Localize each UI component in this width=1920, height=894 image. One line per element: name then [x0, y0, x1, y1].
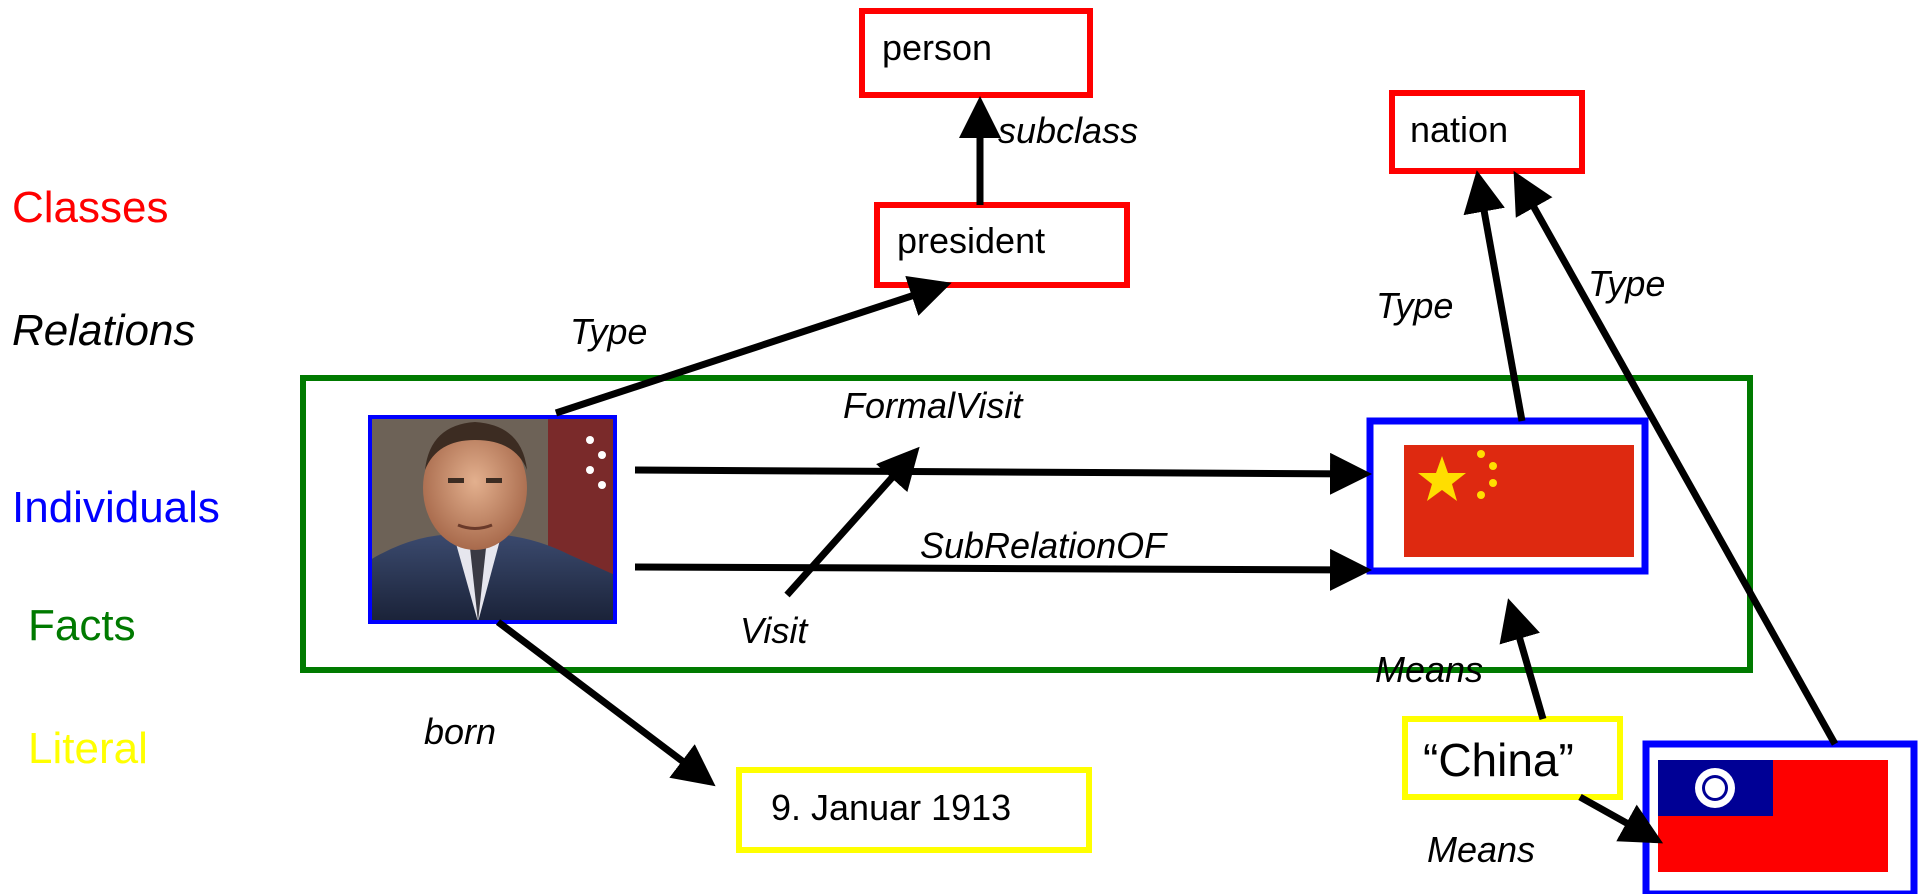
legend-facts: Facts	[28, 601, 136, 650]
literal-china-label: “China”	[1423, 734, 1574, 786]
edge-sub-relation-of	[634, 548, 1372, 591]
label-means-roc: Means	[1427, 829, 1535, 870]
label-means-prc: Means	[1375, 649, 1483, 690]
literal-date-label: 9. Januar 1913	[771, 787, 1011, 828]
literal-china-box	[1402, 716, 1623, 800]
roc-flag-icon	[1658, 760, 1888, 872]
class-person-box	[859, 8, 1093, 98]
legend-literal: Literal	[28, 724, 148, 773]
edge-formal-visit	[634, 452, 1372, 495]
facts-box	[300, 375, 1753, 673]
class-person-label: person	[882, 27, 992, 68]
label-formal-visit: FormalVisit	[843, 385, 1024, 426]
label-type-prc: Type	[1376, 285, 1453, 326]
label-visit: Visit	[740, 610, 809, 651]
individual-portrait	[370, 417, 615, 622]
legend-classes: Classes	[12, 183, 169, 232]
literal-date-box	[736, 767, 1092, 853]
label-sub-relation-of: SubRelationOF	[920, 525, 1168, 566]
legend-individuals: Individuals	[12, 483, 220, 532]
label-born: born	[424, 711, 496, 752]
class-nation-label: nation	[1410, 109, 1508, 150]
label-type-president: Type	[570, 311, 647, 352]
class-president-label: president	[897, 220, 1045, 261]
edge-type-president	[554, 275, 952, 417]
prc-flag-icon	[1404, 445, 1634, 557]
edge-type-roc	[1513, 170, 1839, 746]
label-subclass: subclass	[998, 110, 1138, 151]
edge-type-prc	[1463, 170, 1526, 422]
edge-visit-subrelation	[784, 446, 920, 598]
edge-means-roc	[1578, 793, 1664, 844]
edge-means-prc	[1499, 598, 1547, 720]
edge-born	[495, 619, 716, 787]
class-president-box	[874, 202, 1130, 288]
class-nation-box	[1389, 90, 1585, 174]
label-type-roc: Type	[1588, 263, 1665, 304]
individual-portrait-box	[368, 415, 617, 624]
legend-relations: Relations	[12, 306, 195, 355]
